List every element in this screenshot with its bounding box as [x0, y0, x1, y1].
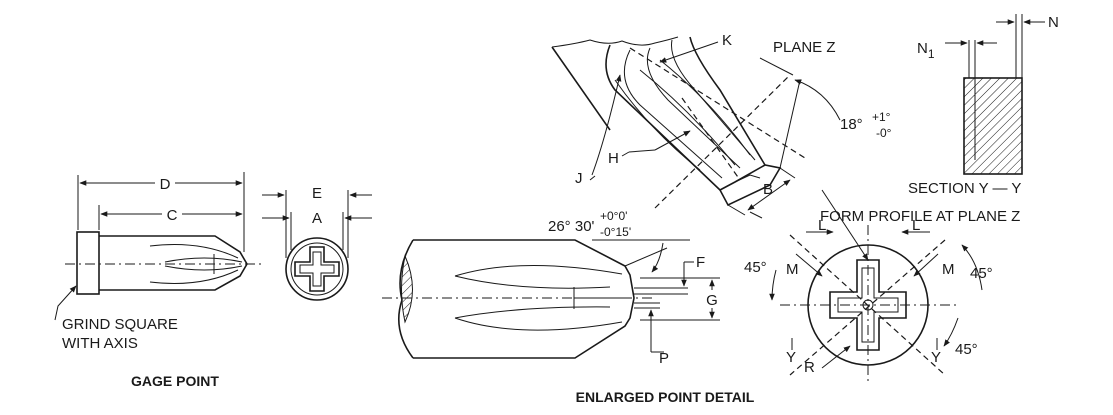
- gage-head: [76, 231, 100, 295]
- label-g: G: [706, 292, 718, 309]
- label-d: D: [160, 176, 171, 193]
- label-l-right: L: [912, 217, 920, 234]
- label-j: J: [575, 170, 583, 187]
- label-b: B: [763, 181, 773, 198]
- label-f: F: [696, 254, 705, 271]
- label-e: E: [312, 185, 322, 202]
- form-profile-plane-z: FORM PROFILE AT PLANE Z L L M M 45° 45° …: [744, 189, 1020, 385]
- label-a: A: [312, 210, 322, 227]
- label-l-left: L: [818, 217, 826, 234]
- tilted-point-view: PLANE Z K J H B 18° +1° -0°: [551, 32, 892, 219]
- section-hatched-block: [963, 77, 1023, 175]
- label-p: P: [659, 350, 669, 367]
- point-body: [413, 239, 635, 359]
- label-m-left: M: [786, 261, 799, 278]
- section-yy: N N1 SECTION Y — Y: [908, 14, 1059, 197]
- label-n1: N1: [917, 40, 935, 61]
- label-m-right: M: [942, 261, 955, 278]
- caption-enlarged-point: ENLARGED POINT DETAIL: [576, 389, 755, 405]
- label-form-profile: FORM PROFILE AT PLANE Z: [820, 208, 1020, 225]
- label-section-yy: SECTION Y — Y: [908, 180, 1021, 197]
- label-c: C: [167, 207, 178, 224]
- label-angle-26-minus: -0°15': [600, 225, 631, 239]
- label-angle-18-plus: +1°: [872, 110, 891, 124]
- gage-point-view: D C GRIND SQUARE WITH AXIS GAGE POINT: [54, 172, 262, 389]
- label-angle-18-minus: -0°: [876, 126, 892, 140]
- end-view-outer-circle: [285, 237, 349, 301]
- grind-square-line2: WITH AXIS: [62, 335, 138, 352]
- profile-cross: [829, 259, 907, 351]
- label-y-left: Y: [786, 349, 796, 366]
- caption-gage-point: GAGE POINT: [131, 373, 219, 389]
- label-45-left: 45°: [744, 259, 767, 276]
- label-angle-26: 26° 30': [548, 218, 595, 235]
- enlarged-point-detail: 26° 30' +0°0' -0°15' F G P ENLARGED POIN…: [382, 209, 755, 405]
- cross-recess: [294, 246, 340, 292]
- label-45-bottom: 45°: [955, 341, 978, 358]
- label-45-right: 45°: [970, 265, 993, 282]
- label-plane-z: PLANE Z: [773, 39, 836, 56]
- grind-square-line1: GRIND SQUARE: [62, 316, 178, 333]
- grind-square-leader: [54, 285, 77, 321]
- gage-end-view: E A: [262, 185, 372, 301]
- label-angle-18: 18°: [840, 116, 863, 133]
- label-k: K: [722, 32, 732, 49]
- label-r: R: [804, 359, 815, 376]
- label-n: N: [1048, 14, 1059, 31]
- label-angle-26-plus: +0°0': [600, 209, 627, 223]
- plane-z-line: [654, 74, 791, 209]
- label-h: H: [608, 150, 619, 167]
- label-y-right: Y: [931, 349, 941, 366]
